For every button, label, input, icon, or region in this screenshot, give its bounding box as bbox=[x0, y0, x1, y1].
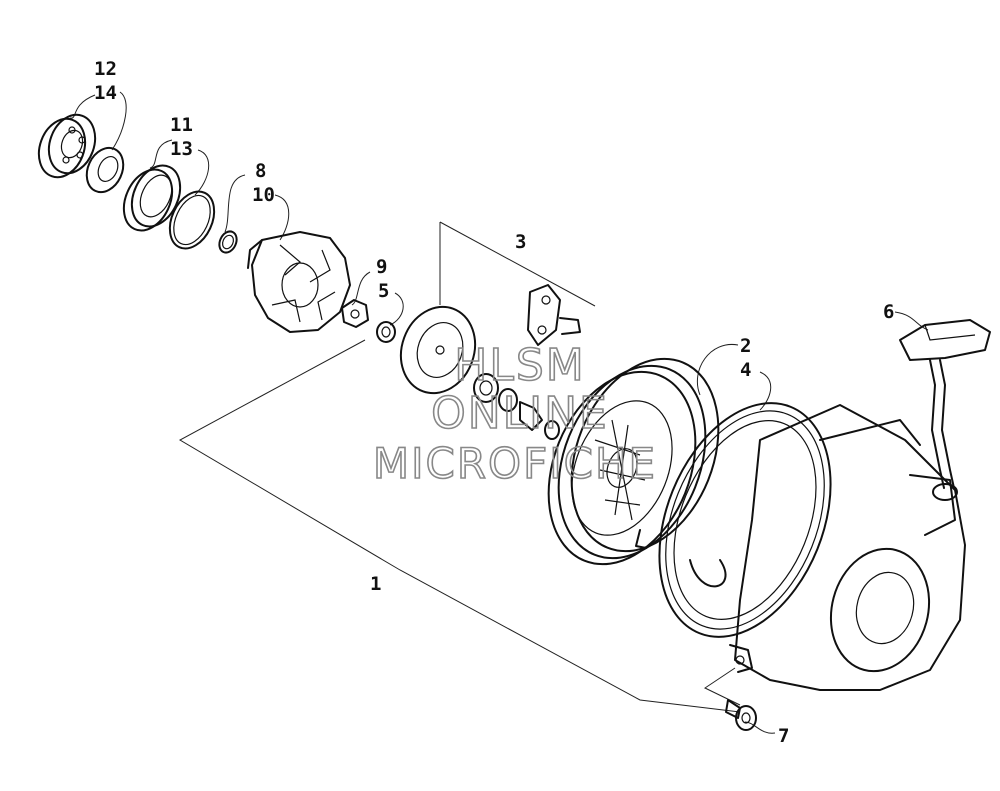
leader-11 bbox=[149, 139, 173, 169]
ratchet-pawl-part bbox=[527, 284, 581, 346]
callout-5: 5 bbox=[378, 280, 389, 302]
leader-lines bbox=[69, 91, 929, 734]
bushing-part bbox=[376, 321, 396, 343]
leader-14 bbox=[111, 91, 127, 151]
small-ring-part bbox=[218, 230, 238, 254]
o-ring-part bbox=[168, 190, 216, 250]
leader-10 bbox=[274, 194, 290, 241]
callout-2: 2 bbox=[740, 335, 751, 357]
leader-1 bbox=[178, 339, 741, 713]
friction-plate-part bbox=[399, 305, 477, 395]
callout-14: 14 bbox=[94, 82, 117, 104]
callout-9: 9 bbox=[376, 256, 387, 278]
callout-13: 13 bbox=[170, 138, 193, 160]
recoil-spring-part bbox=[635, 402, 832, 638]
washer-part bbox=[85, 146, 125, 194]
leader-2 bbox=[696, 344, 739, 396]
leader-13 bbox=[194, 149, 210, 196]
recoil-reel-part bbox=[547, 357, 720, 566]
starter-handle-part bbox=[899, 319, 991, 501]
callout-1: 1 bbox=[370, 573, 381, 595]
callout-labels: 1 2 3 4 5 6 7 8 9 10 11 12 13 14 bbox=[94, 58, 894, 747]
callout-4: 4 bbox=[740, 359, 751, 381]
callout-11: 11 bbox=[170, 114, 193, 136]
leader-4 bbox=[759, 371, 772, 411]
starter-housing-part bbox=[729, 404, 966, 691]
leader-7 bbox=[744, 721, 776, 734]
spring-washer-part bbox=[473, 373, 560, 440]
watermark-line-1: HLSM bbox=[454, 340, 586, 391]
leader-7-bracket bbox=[703, 667, 741, 706]
callout-6: 6 bbox=[883, 301, 894, 323]
bearing-part bbox=[37, 113, 97, 179]
seal-ring-part bbox=[122, 164, 182, 232]
bolt-part bbox=[725, 699, 757, 731]
watermark: HLSM ONLINE MICROFICHE bbox=[372, 339, 657, 489]
leader-12 bbox=[69, 94, 96, 119]
watermark-line-3: MICROFICHE bbox=[373, 439, 657, 488]
leader-9 bbox=[351, 271, 371, 306]
callout-8: 8 bbox=[255, 160, 266, 182]
callout-10: 10 bbox=[252, 184, 275, 206]
callout-3: 3 bbox=[515, 231, 526, 253]
watermark-line-2: ONLINE bbox=[431, 388, 609, 439]
leader-6 bbox=[894, 311, 929, 331]
leader-3b bbox=[439, 221, 596, 307]
ratchet-hub-part bbox=[247, 231, 351, 333]
leader-5 bbox=[389, 292, 404, 326]
nut-part bbox=[341, 299, 369, 328]
leader-8 bbox=[224, 174, 246, 233]
callout-7: 7 bbox=[778, 725, 789, 747]
callout-12: 12 bbox=[94, 58, 117, 80]
